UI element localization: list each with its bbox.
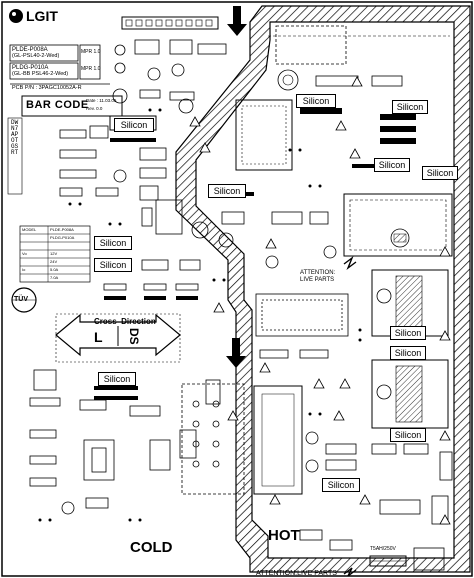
spec-cell: 5.0A [50,267,59,272]
model-mpr: MPR 1.0 [81,49,101,55]
silicon-badge: Silicon [390,326,426,340]
silicon-badge: Silicon [422,166,458,180]
model-mpr: MPR 1.0 [81,66,101,72]
model-line: (GL-PSL40-2-Wed) [12,53,60,59]
silicon-badge: Silicon [392,100,428,114]
lightning-icon [343,567,357,577]
pcb-part-number: PCB P/N : 3PAGC10052A-R [12,85,82,91]
arrow-down-icon [227,6,247,36]
cross-direction-title: Cross Direction [94,317,156,326]
silicon-badge: Silicon [322,478,360,492]
silicon-badge: Silicon [114,118,154,132]
silicon-badge: Silicon [390,428,426,442]
cross-direction-left: L [94,329,103,345]
silicon-badge: Silicon [94,258,132,272]
logo-text: LGIT [26,8,58,24]
silicon-badge: Silicon [390,346,426,360]
connector-pins [125,19,213,27]
attention-label: ATTENTION:LIVE PARTS [256,570,337,577]
isolation-band [175,5,471,573]
components-lowerleft [29,369,221,515]
model-line: PLDG-P010A [12,65,49,71]
model-line: (GL-BB PSL46-2-Wed) [12,71,69,77]
spec-cell: Io [22,267,26,272]
components-right [255,293,453,551]
spec-cell: 7.0A [50,275,59,280]
spec-cell: 24V [50,259,58,264]
silicon-badge: Silicon [374,158,410,172]
silicon-badge: Silicon [296,94,336,108]
cold-zone-label: COLD [130,539,173,556]
components-mid [103,199,337,291]
silicon-badge: Silicon [208,184,246,198]
spec-cell: PLDE-P008A [50,227,74,232]
barcode-label: BAR CODE [26,99,89,111]
attention-label: ATTENTION: LIVE PARTS [300,270,336,283]
spec-cell: Vo [22,251,27,256]
silicon-badge: Silicon [98,372,136,386]
model-line: PLDE-P008A [12,47,48,53]
spec-cell: MODEL [22,227,37,232]
lg-logo-icon [9,9,23,23]
lightning-icon [343,255,357,271]
spec-cell: PLDG-P010A [50,235,75,240]
spec-cell: 12V [50,251,58,256]
vertical-code: DWN7APOTGSRT [11,119,19,157]
silicon-badge: Silicon [94,236,132,250]
connector-strip [121,16,219,30]
arrow-down-icon [226,338,246,368]
tuv-label: TÜV [14,296,28,303]
warning-triangle-icon [189,76,451,525]
cross-direction-right: DS [127,328,141,345]
barcode-date: Date : 11.03.05 [86,98,117,103]
hot-zone-label: HOT [268,527,300,544]
solder-pads [38,108,362,522]
fuse-rating: T5AH/250V [370,546,396,552]
components-topleft [59,39,227,201]
barcode-rev: Rev. 0.0 [86,106,103,111]
